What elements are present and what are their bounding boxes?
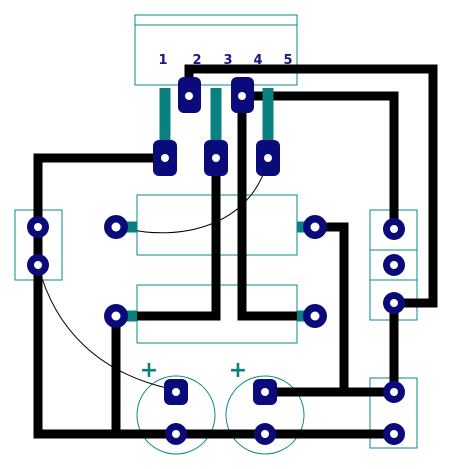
pads [27,77,405,445]
pad-right-2-hole [390,261,398,269]
pad-right-4-hole [390,388,398,396]
pad-connector-pin3-hole [212,154,220,162]
thin-wire-arc-lower [37,264,177,391]
capacitor-outline-left [136,375,216,455]
pad-lower-left-hole [111,311,121,321]
pin-label-3: 3 [223,53,232,68]
trace-upper-right [310,222,399,397]
thin-wires [37,159,269,391]
pad-left-connector-bottom-hole [34,261,42,269]
pin-label-4: 4 [253,53,262,68]
connector-pin-labels: 1 2 3 4 5 [158,53,292,68]
capacitor-outline-right [225,375,305,455]
pad-capacitor-right-minus-hole [261,430,269,438]
pad-upper-left-hole [111,222,121,232]
trace-pin4-right-loop [237,91,399,234]
thin-wire-arc-upper [127,159,269,234]
capacitor-left-plus-mark: + [140,358,158,383]
trace-left-loop [33,153,399,439]
pad-connector-pin1-hole [161,154,169,162]
pin-label-5: 5 [283,53,292,68]
pad-connector-pin4-hole [238,92,246,100]
pad-right-5-hole [390,430,398,438]
polarity-marks: + + [140,358,247,383]
capacitor-right-plus-mark: + [229,358,247,383]
pin-label-1: 1 [158,53,167,68]
pad-lower-right-hole [310,311,320,321]
pad-left-connector-top-hole [34,223,42,231]
pad-capacitor-left-plus-hole [172,388,180,396]
trace-pin3-down [111,153,221,321]
pin-label-2: 2 [192,53,201,68]
pad-capacitor-left-minus-hole [172,430,180,438]
pad-connector-pin2-hole [185,92,193,100]
pad-right-3-hole [390,299,398,307]
pad-right-1-hole [390,225,398,233]
pad-connector-pin5-hole [264,154,272,162]
pad-capacitor-right-plus-hole [261,388,269,396]
trace-pin4-down [237,91,320,321]
pad-upper-right-hole [310,222,320,232]
connector-outline [134,14,298,86]
